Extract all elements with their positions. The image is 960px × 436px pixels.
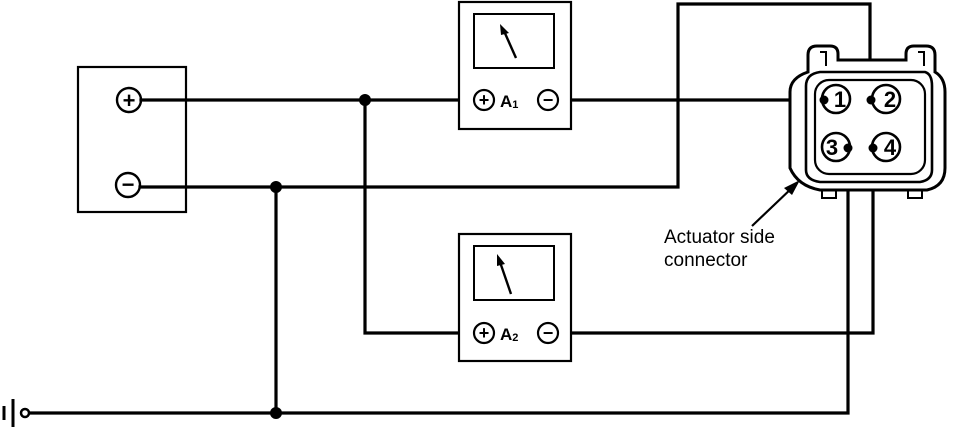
ammeter-a1-plus-symbol: + — [479, 90, 490, 110]
battery-plus-symbol: + — [123, 88, 136, 113]
ammeter-a1-label-main: A — [500, 92, 512, 111]
ammeter-a1: + A1 − — [457, 0, 573, 131]
actuator-connector: 1 2 3 4 — [788, 44, 947, 199]
ammeter-a2: + A2 − — [457, 232, 573, 363]
junction-dot — [359, 94, 371, 106]
connector-tab-left — [821, 190, 837, 199]
junction-dot — [270, 181, 282, 193]
connector-pin-4: 4 — [868, 131, 902, 163]
ammeter-a1-dial — [473, 13, 555, 69]
connector-latch-right — [918, 51, 925, 66]
connector-pin-2: 2 — [866, 83, 902, 115]
connector-inner-frame — [804, 70, 934, 184]
connector-pin-1: 1 — [819, 83, 852, 115]
connector-cavity — [813, 78, 927, 176]
connector-latch-left — [820, 51, 827, 66]
pin-3-contact-dot — [843, 143, 853, 153]
junction-dot — [270, 407, 282, 419]
pin-4-contact-dot — [868, 143, 878, 153]
wire-a2-to-pin4 — [558, 146, 875, 335]
connector-tab-right — [907, 190, 923, 199]
ammeter-a1-label: A1 — [500, 92, 518, 111]
wire-ground-to-pin3 — [26, 146, 850, 415]
pin-2-contact-dot — [866, 95, 876, 105]
wire-branch-to-a2 — [363, 98, 475, 335]
pin-3-label: 3 — [826, 135, 838, 160]
ground-symbol-icon — [2, 399, 31, 427]
ammeter-a1-label-sub: 1 — [512, 99, 518, 111]
pin-1-contact-dot — [819, 95, 829, 105]
connector-pin-3: 3 — [820, 131, 853, 163]
ammeter-a2-needle-icon — [497, 254, 513, 295]
ammeter-a1-needle-icon — [500, 24, 518, 59]
ammeter-a2-plus-symbol: + — [479, 323, 490, 343]
wire-battery-negative-to-pin2 — [138, 2, 872, 189]
pin-2-label: 2 — [884, 87, 896, 112]
ammeter-a2-label: A2 — [500, 325, 518, 344]
ammeter-a1-minus-symbol: − — [543, 90, 554, 110]
pin-4-label: 4 — [884, 135, 897, 160]
ammeter-a1-negative-terminal: − — [536, 88, 560, 112]
ammeter-a1-positive-terminal: + — [472, 88, 496, 112]
battery: + − — [76, 65, 188, 214]
ammeter-a2-negative-terminal: − — [536, 321, 560, 345]
ammeter-a2-minus-symbol: − — [543, 323, 554, 343]
battery-negative-terminal: − — [114, 171, 142, 199]
connector-leader-arrow-icon — [751, 180, 800, 227]
pin-1-label: 1 — [834, 87, 846, 112]
ammeter-a2-dial — [473, 245, 555, 301]
wires — [26, 2, 875, 415]
battery-minus-symbol: − — [122, 172, 135, 197]
connector-caption-line2: connector — [664, 250, 748, 271]
connector-caption-line1: Actuator side — [664, 227, 775, 248]
ammeter-a2-positive-terminal: + — [472, 321, 496, 345]
ammeter-a2-label-sub: 2 — [512, 332, 518, 344]
ammeter-a2-label-main: A — [500, 325, 512, 344]
